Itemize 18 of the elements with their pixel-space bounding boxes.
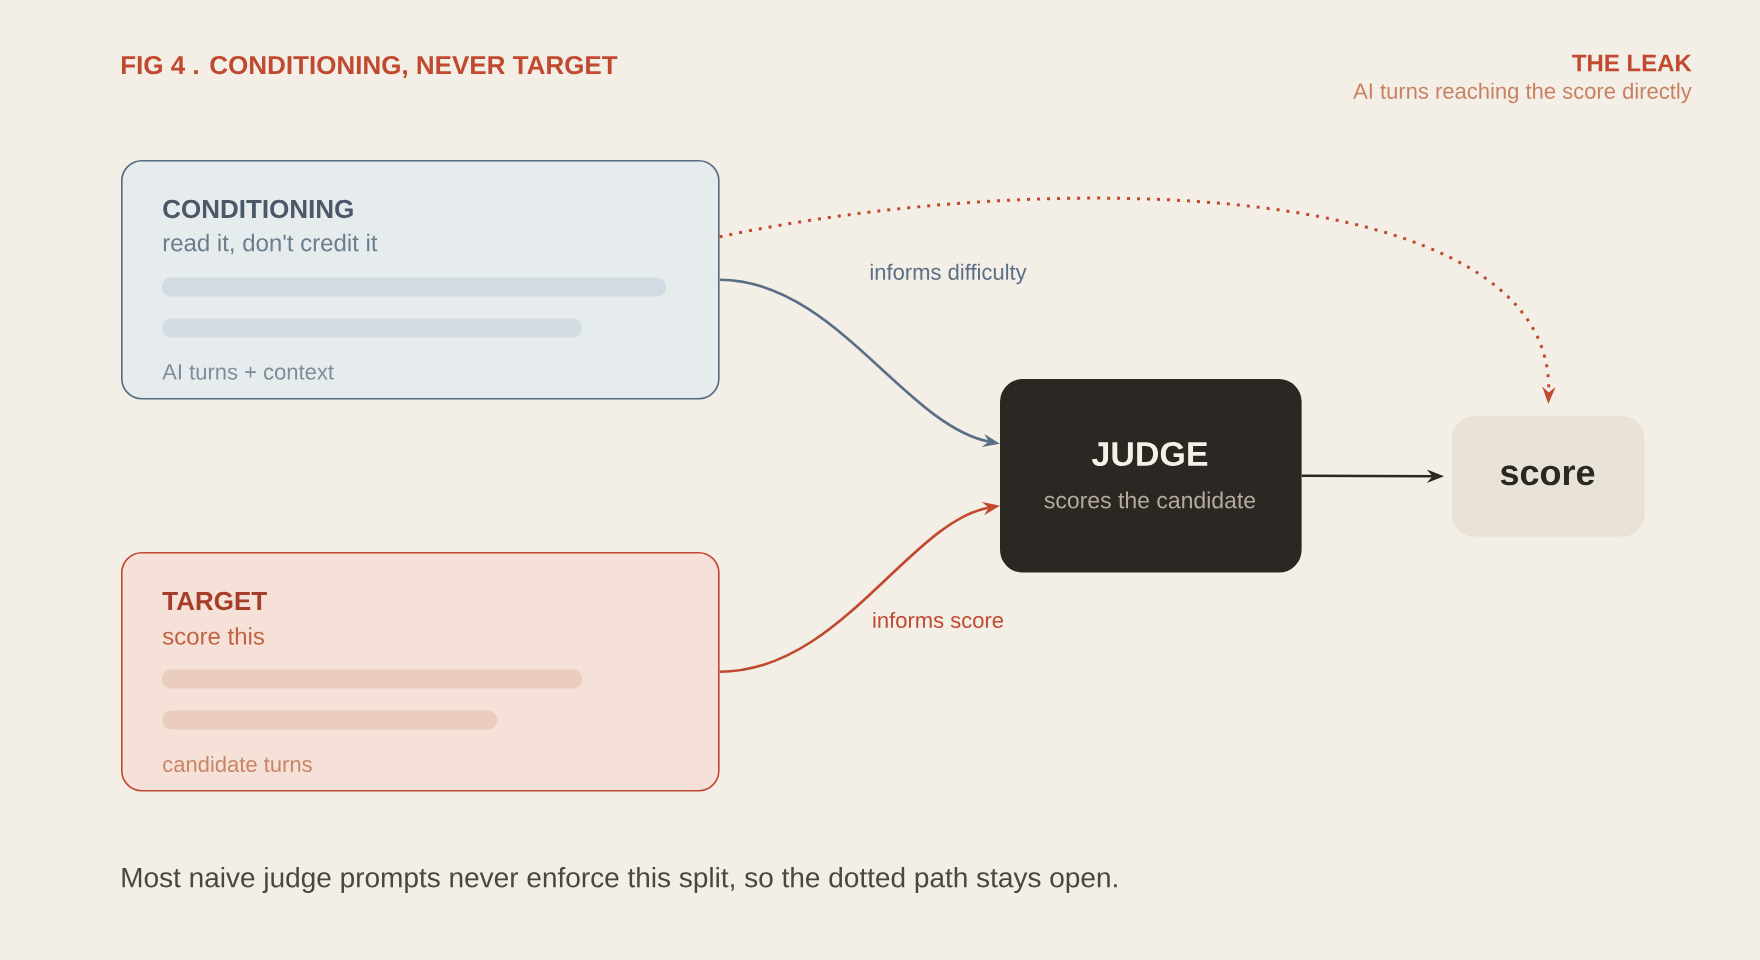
card-heading: TARGET — [162, 591, 267, 611]
box-subtitle: scores the candidate — [1044, 491, 1256, 509]
judge-box — [1000, 379, 1302, 573]
edge-label: informs score — [870, 609, 1007, 631]
card-subtitle: read it, don't credit it — [163, 233, 378, 255]
card-subtitle: score this — [162, 627, 264, 645]
caption: Most naive judge prompts never enforce this split, so the dotted path stays open. — [122, 866, 1117, 894]
box-heading: JUDGE — [1091, 441, 1208, 466]
edge-label: informs difficulty — [867, 261, 1029, 287]
score-box: score — [1452, 415, 1645, 537]
leak-note: AI turns reaching the score directly — [1353, 82, 1692, 104]
leak-heading: THE LEAK — [1572, 54, 1692, 72]
card-heading: CONDITIONING — [163, 199, 353, 219]
target-card — [121, 552, 720, 792]
card-footer: AI turns + context — [162, 364, 334, 380]
conditioning-card — [121, 160, 720, 400]
figure-title: FIG 4 . CONDITIONING, NEVER TARGET — [121, 55, 618, 79]
card-footer: candidate turns — [163, 755, 312, 773]
